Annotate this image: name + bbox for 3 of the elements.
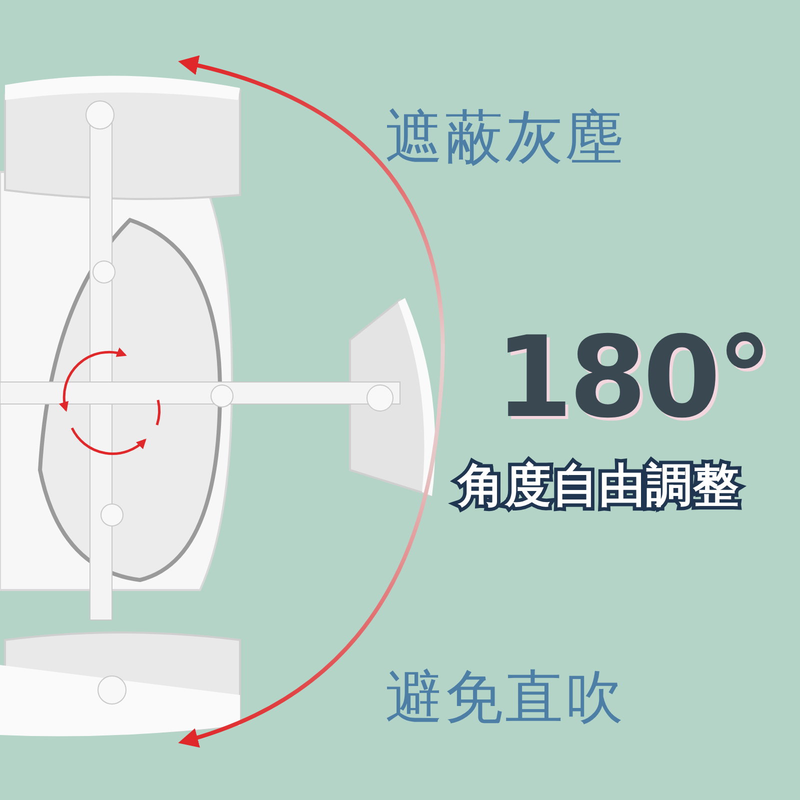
caption-text: 遮蔽灰塵 bbox=[385, 108, 625, 166]
caption-text: 避免直吹 bbox=[385, 668, 625, 726]
angle-value: 180° bbox=[495, 322, 769, 434]
